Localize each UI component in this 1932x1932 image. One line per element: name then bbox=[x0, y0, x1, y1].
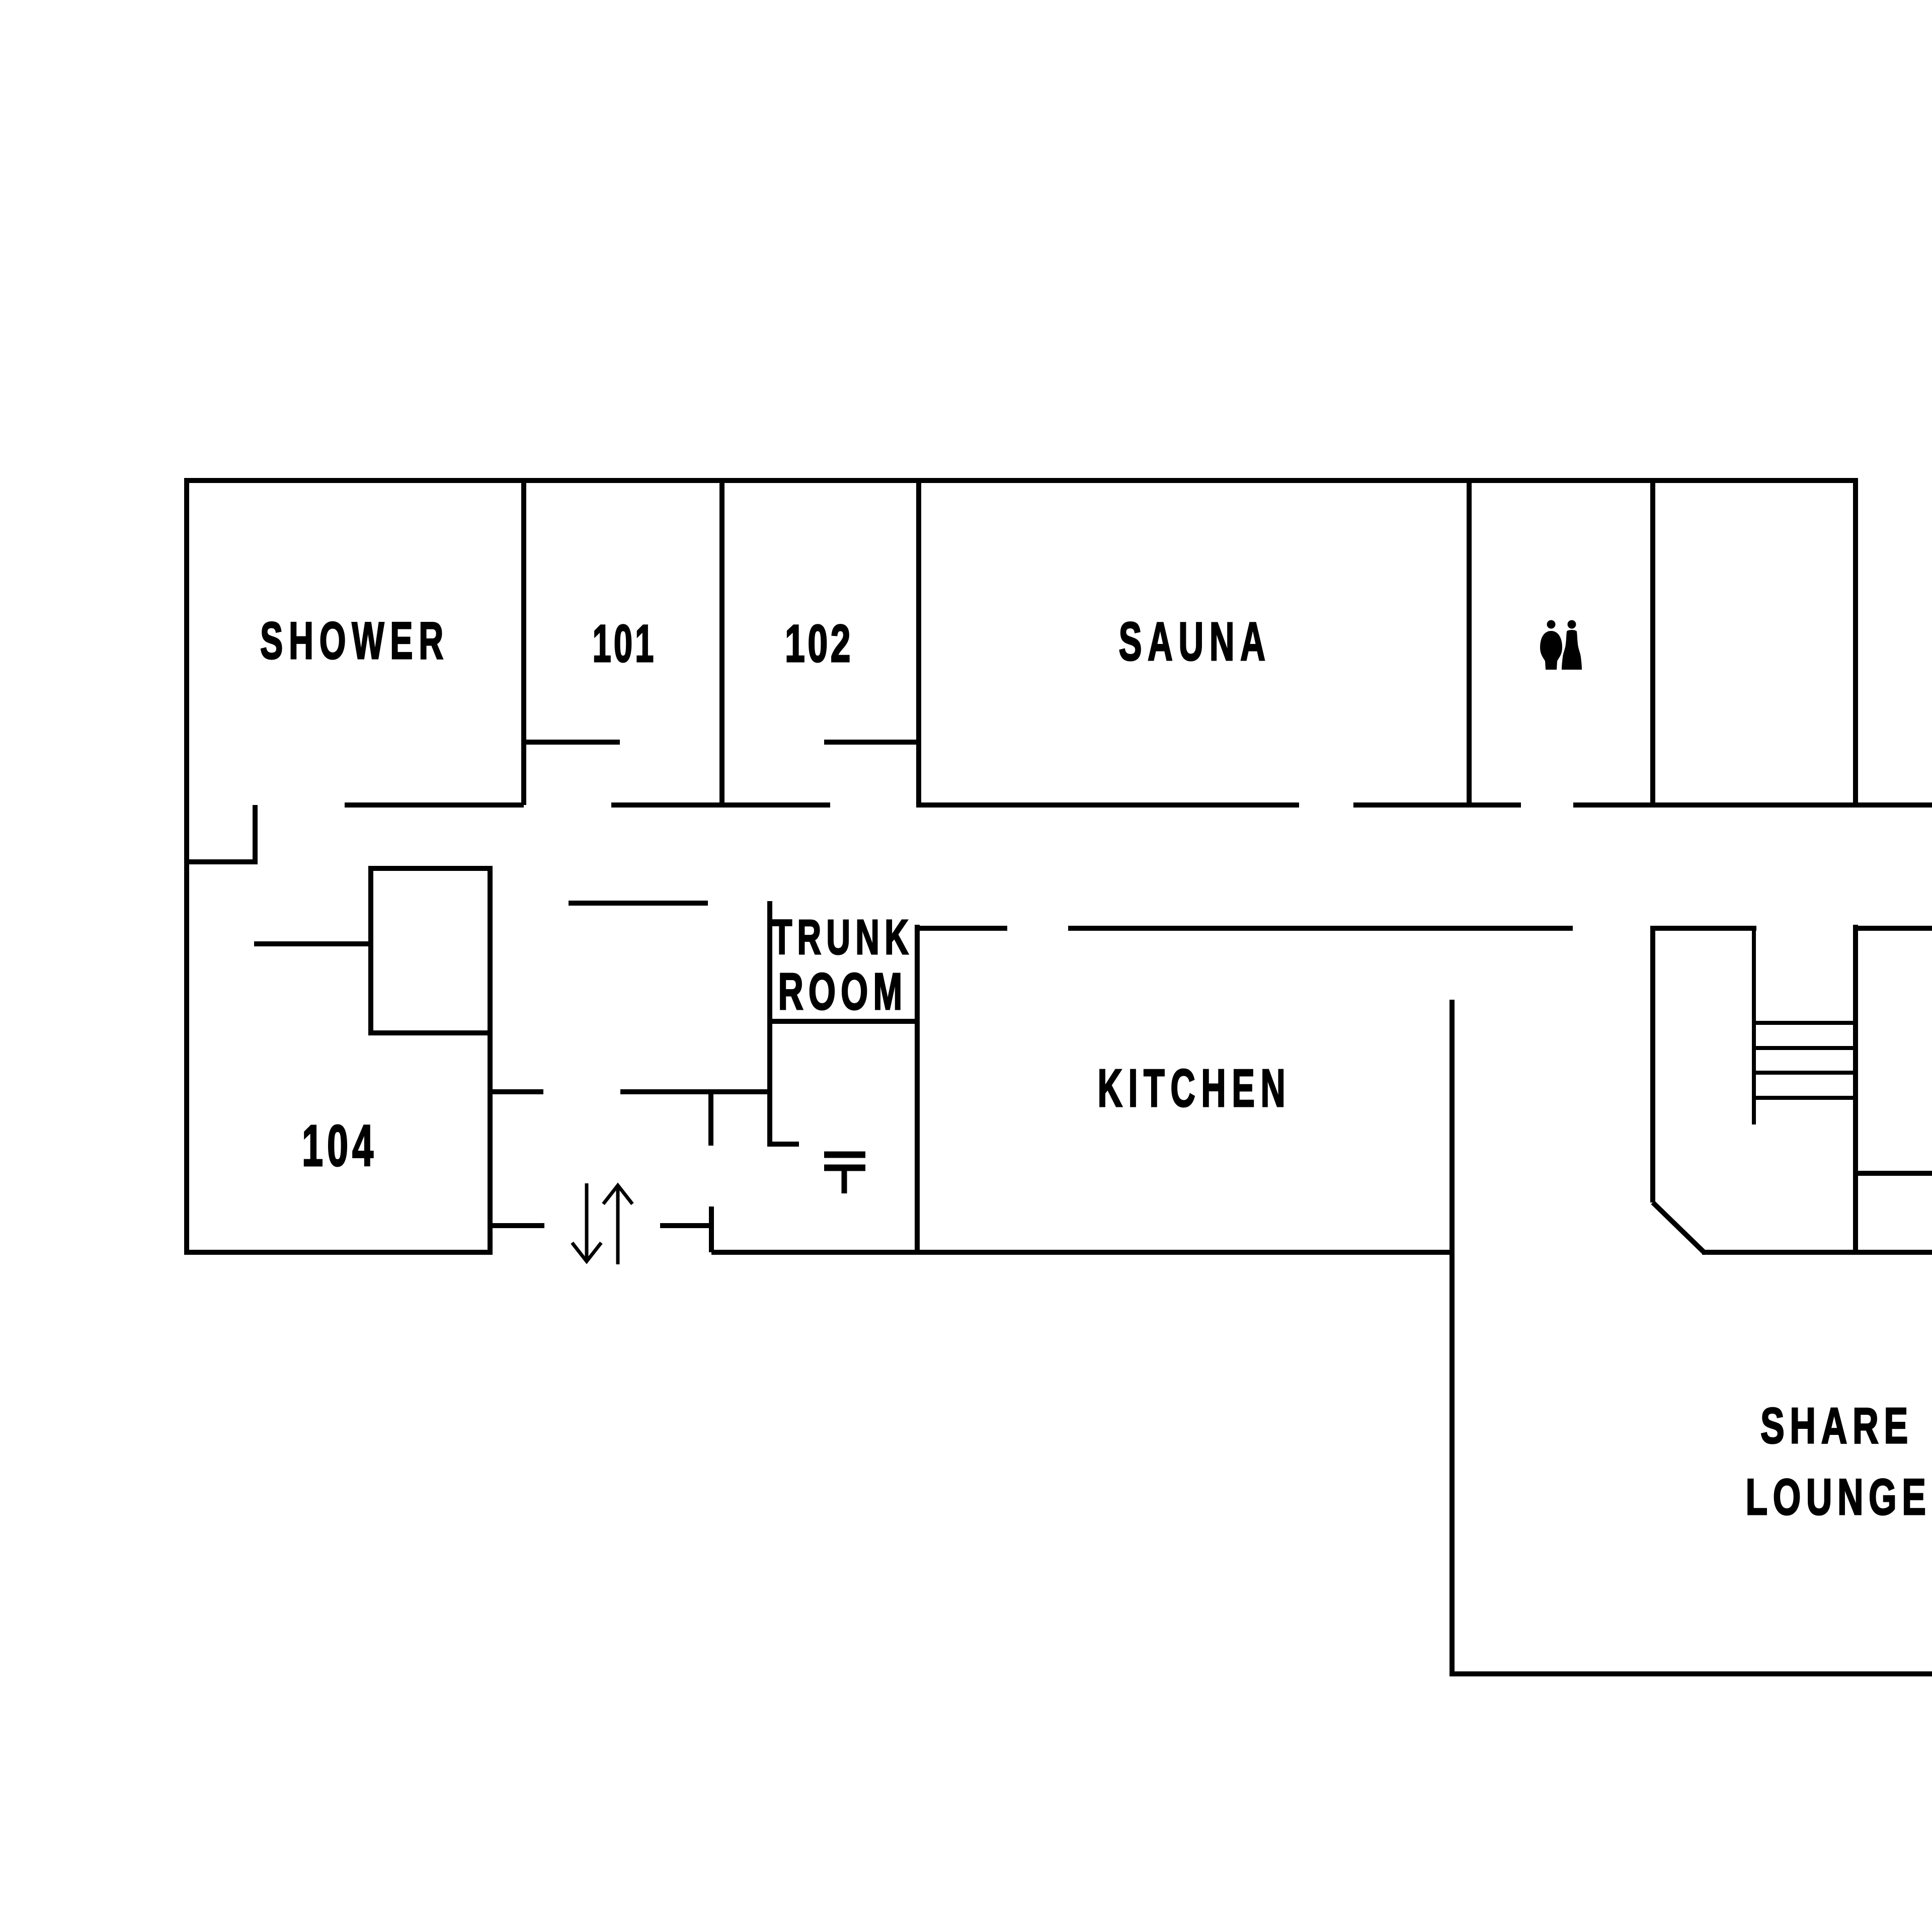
svg-text:SAUNA: SAUNA bbox=[1119, 611, 1271, 672]
svg-text:ROOM: ROOM bbox=[778, 962, 908, 1020]
svg-text:104: 104 bbox=[302, 1113, 377, 1178]
svg-text:102: 102 bbox=[785, 614, 853, 673]
svg-text:SHARE: SHARE bbox=[1760, 1398, 1913, 1454]
svg-text:SHOWER: SHOWER bbox=[260, 612, 449, 670]
svg-text:101: 101 bbox=[593, 614, 657, 673]
svg-text:LOUNGE: LOUNGE bbox=[1746, 1469, 1931, 1525]
svg-text:KITCHEN: KITCHEN bbox=[1098, 1059, 1292, 1118]
svg-text:TRUNK: TRUNK bbox=[772, 910, 914, 964]
